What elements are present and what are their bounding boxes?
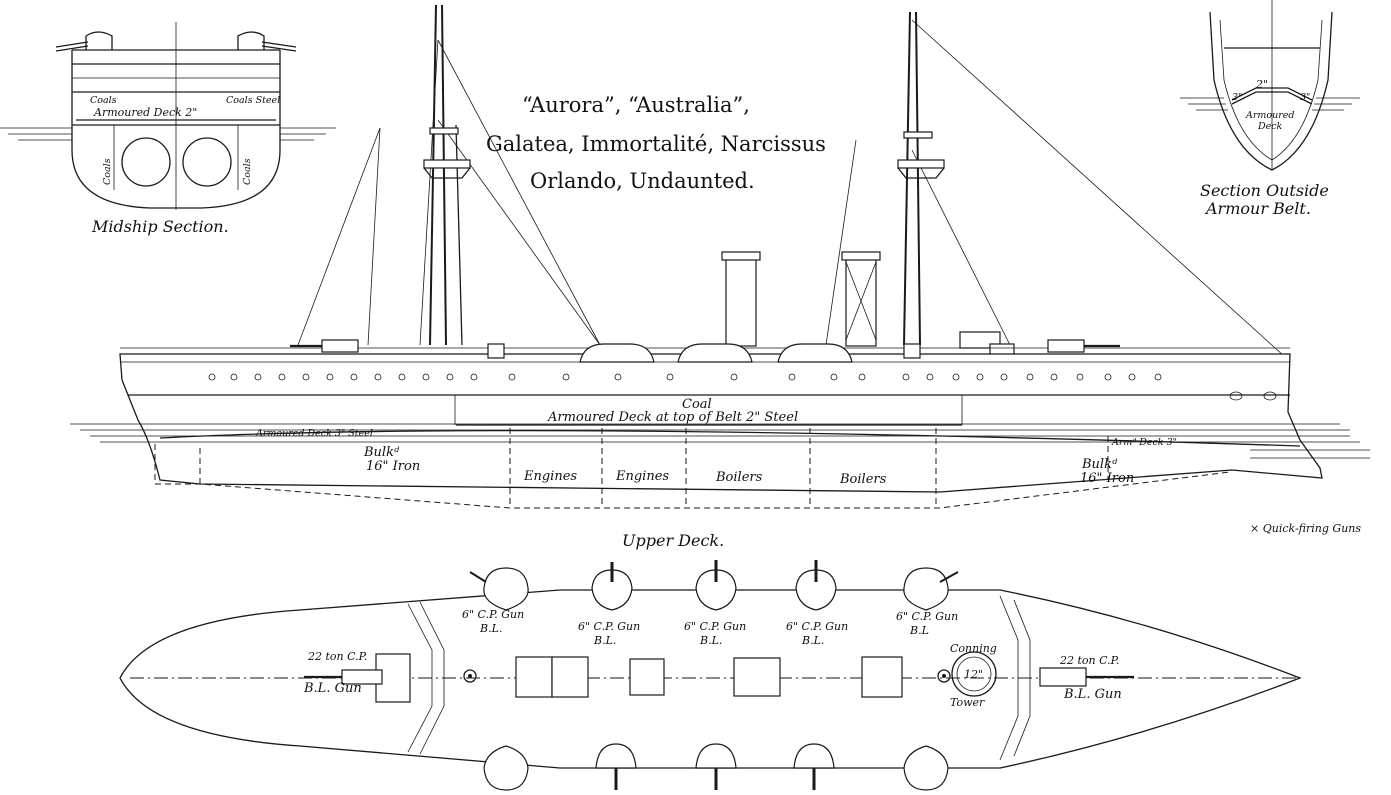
midship-section: Coals Coals Steel Armoured Deck 2" Coals…: [0, 22, 336, 236]
profile-armoured-deck: Armoured Deck at top of Belt 2" Steel: [547, 410, 798, 425]
gun-label-5-line1: 6" C.P. Gun: [896, 610, 958, 623]
fwd-gun-label-1: 22 ton C.P.: [1059, 654, 1119, 667]
upper-deck-caption: Upper Deck.: [622, 531, 724, 550]
section-deck-line1: Armoured: [1245, 110, 1295, 121]
profile-fwd-deck: Armᵈ Deck 3": [1111, 437, 1177, 448]
conning-label-2: Tower: [950, 696, 985, 709]
fwd-gun-label-2: B.L. Gun: [1063, 687, 1122, 702]
midship-coals-steel: Coals Steel: [226, 95, 280, 106]
profile-bulk-fwd-1: Bulkᵈ: [1081, 457, 1118, 472]
gun-label-2-line1: 6" C.P. Gun: [578, 620, 640, 633]
aft-gun-label-2: B.L. Gun: [303, 681, 362, 696]
section-outside-armour-belt: 3" 2" 3" Armoured Deck Section Outside A…: [1180, 0, 1360, 218]
midship-coals-left: Coals: [90, 95, 117, 106]
profile-compartment-2: Engines: [615, 469, 669, 484]
conning-thickness: 12": [964, 668, 983, 681]
title-line1: “Aurora”, “Australia”,: [522, 93, 750, 117]
midship-coals-side-left: Coals: [102, 158, 113, 185]
gun-label-3-line1: 6" C.P. Gun: [684, 620, 746, 633]
title-block: “Aurora”, “Australia”, Galatea, Immortal…: [486, 93, 826, 193]
section-caption-line1: Section Outside: [1200, 181, 1329, 200]
profile-coal: Coal: [682, 397, 712, 412]
profile-sponsons: [579, 343, 853, 363]
profile-compartment-1: Engines: [523, 469, 577, 484]
upper-deck-plan: Upper Deck.: [119, 531, 1302, 791]
title-line2: Galatea, Immortalité, Narcissus: [486, 132, 826, 156]
section-thick-mid: 2": [1255, 78, 1268, 91]
gun-label-1-line2: B.L.: [479, 622, 502, 635]
profile-bulk-aft-1: Bulkᵈ: [363, 445, 400, 460]
profile-compartment-4: Boilers: [839, 472, 887, 487]
gun-label-4-line2: B.L.: [801, 634, 824, 647]
gun-label-3-line2: B.L.: [699, 634, 722, 647]
section-thick-left: 3": [1232, 92, 1242, 103]
gun-label-1-line1: 6" C.P. Gun: [462, 608, 524, 621]
profile-legend: × Quick-firing Guns: [1250, 522, 1361, 535]
profile-aft-deck: Armoured Deck 3" Steel: [255, 428, 373, 439]
aft-gun-label-1: 22 ton C.P.: [307, 650, 367, 663]
gun-label-2-line2: B.L.: [593, 634, 616, 647]
profile-bulk-fwd-2: 16" Iron: [1080, 471, 1134, 486]
section-deck-line2: Deck: [1257, 121, 1283, 132]
midship-coals-side-right: Coals: [242, 158, 253, 185]
midship-caption: Midship Section.: [91, 217, 229, 236]
gun-label-5-line2: B.L: [909, 624, 929, 637]
conning-label-1: Conning: [950, 642, 997, 655]
section-thick-right: 3": [1300, 92, 1310, 103]
midship-armoured-deck: Armoured Deck 2": [93, 106, 197, 119]
title-line3: Orlando, Undaunted.: [530, 169, 755, 193]
gun-label-4-line1: 6" C.P. Gun: [786, 620, 848, 633]
upper-deck-sponsons: [469, 560, 959, 791]
profile-compartment-3: Boilers: [715, 470, 763, 485]
profile-portholes: [208, 373, 1277, 401]
profile-elevation: Coal Armoured Deck at top of Belt 2" Ste…: [70, 4, 1370, 535]
section-caption-line2: Armour Belt.: [1204, 199, 1311, 218]
profile-bulk-aft-2: 16" Iron: [366, 459, 420, 474]
